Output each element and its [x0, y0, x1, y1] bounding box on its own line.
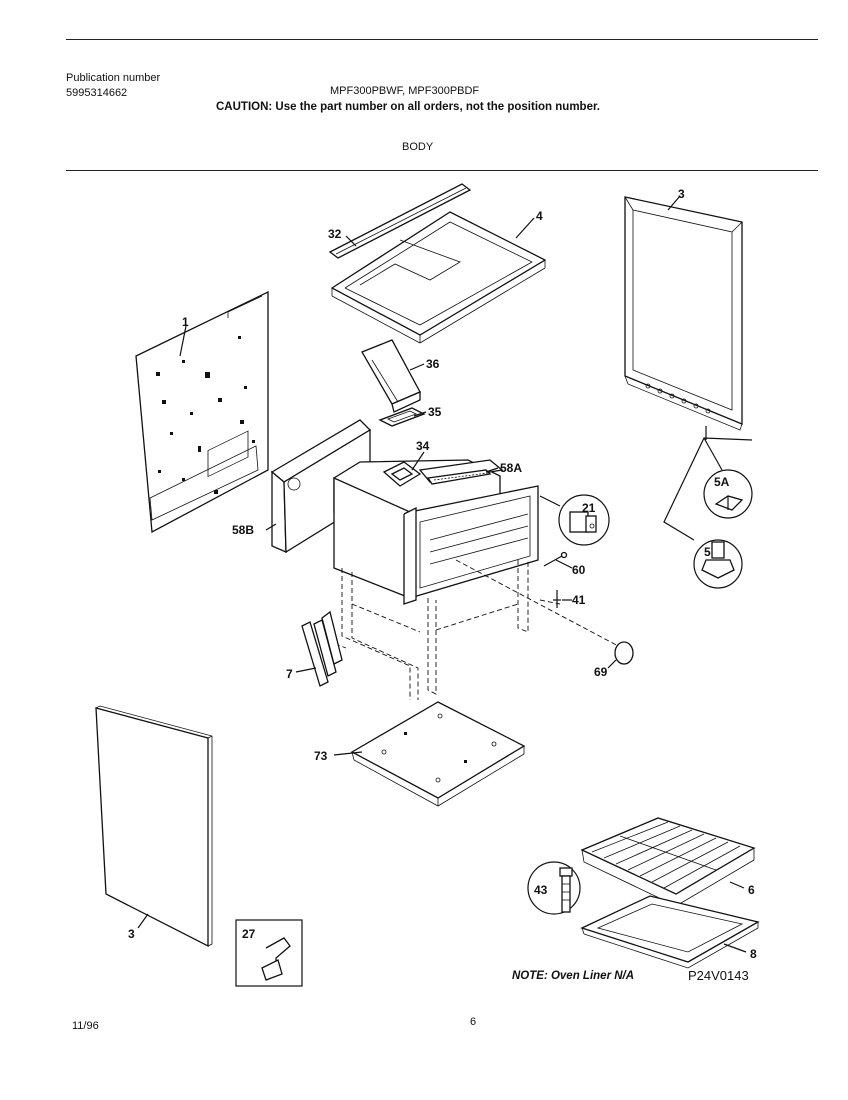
part-7-hinge-brackets[interactable] [301, 610, 343, 687]
publication-number: 5995314662 [66, 87, 128, 99]
callout-73: 73 [314, 749, 328, 763]
callout-32: 32 [328, 227, 342, 241]
callout-5A: 5A [714, 475, 730, 489]
part-8-oven-liner[interactable] [580, 895, 760, 969]
part-1-back-panel[interactable] [135, 290, 269, 534]
publication-label: Publication number [66, 72, 161, 84]
callout-35: 35 [428, 405, 442, 419]
callout-8: 8 [750, 947, 757, 961]
model-numbers: MPF300PBWF, MPF300PBDF [330, 85, 480, 97]
callout-27: 27 [242, 927, 256, 941]
section-title: BODY [402, 141, 434, 153]
callout-58B: 58B [232, 523, 254, 537]
part-60-screw[interactable] [543, 551, 568, 567]
top-rule [66, 39, 818, 40]
part-69-plug[interactable] [614, 641, 634, 665]
callout-43: 43 [534, 883, 548, 897]
part-73-bottom-panel[interactable] [350, 701, 526, 807]
part-3-side-panel-right[interactable] [624, 196, 743, 431]
part-35-vent-gasket[interactable] [378, 407, 426, 427]
part-34-element-block[interactable] [382, 461, 422, 487]
panel-holes [156, 336, 255, 494]
header-rule [66, 170, 818, 171]
part-21-clip[interactable] [558, 494, 610, 546]
part-58A-gasket-strip[interactable] [426, 469, 492, 485]
footer-date: 11/96 [72, 1020, 99, 1032]
callout-34: 34 [416, 439, 430, 453]
callout-6: 6 [748, 883, 755, 897]
diagram-id: P24V0143 [688, 968, 749, 983]
part-43-bolt[interactable] [527, 861, 581, 915]
callout-1: 1 [182, 315, 189, 329]
part-5-leveling-leg[interactable] [693, 539, 743, 589]
caution-text: CAUTION: Use the part number on all orde… [216, 101, 600, 113]
leader-lines [137, 195, 753, 953]
page-number: 6 [470, 1016, 477, 1028]
part-41-pin[interactable] [553, 590, 561, 608]
part-58B-side-insulation[interactable] [270, 419, 372, 554]
callout-3-bottom: 3 [128, 927, 135, 941]
callout-7: 7 [286, 667, 293, 681]
callout-3-top: 3 [678, 187, 685, 201]
part-36-vent-duct[interactable] [361, 339, 421, 413]
part-4-top-frame[interactable] [330, 211, 547, 344]
callout-21: 21 [582, 501, 596, 515]
callout-4: 4 [536, 209, 543, 223]
callout-69: 69 [594, 665, 608, 679]
part-3-side-panel-left[interactable] [95, 705, 213, 948]
callout-41: 41 [572, 593, 586, 607]
oven-body-cavity[interactable] [333, 459, 539, 605]
callout-36: 36 [426, 357, 440, 371]
callout-58A: 58A [500, 461, 522, 475]
oven-liner-note: NOTE: Oven Liner N/A [512, 970, 635, 982]
callout-60: 60 [572, 563, 586, 577]
panel-holes [645, 383, 711, 414]
part-32-trim-strip[interactable] [328, 183, 472, 259]
part-6-oven-rack[interactable] [580, 817, 756, 907]
part-27-inset[interactable] [235, 919, 303, 987]
callout-5: 5 [704, 545, 711, 559]
part-5A-leveler-bracket[interactable] [703, 469, 753, 519]
